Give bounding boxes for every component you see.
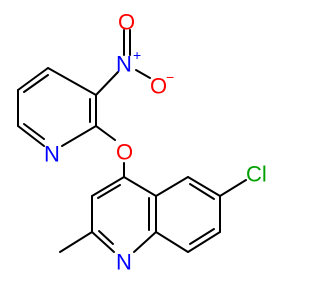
- molecule-structure: N + O O − N O Cl N: [17, 10, 267, 275]
- bond: [97, 184, 121, 199]
- bond: [187, 176, 221, 197]
- bond: [95, 71, 119, 96]
- pyridine-ring: [17, 67, 97, 147]
- bond: [189, 183, 215, 200]
- bond: [23, 74, 49, 93]
- ether-oxygen-label: O: [116, 140, 133, 165]
- bond: [135, 69, 151, 79]
- pyridine-nitrogen-label: N: [44, 142, 60, 167]
- bond: [155, 176, 189, 197]
- bond: [23, 123, 45, 140]
- nitro-nitrogen-charge: +: [133, 47, 141, 63]
- bond: [61, 125, 97, 147]
- bond: [17, 125, 45, 147]
- nitro-oxygen-right-label: O: [150, 74, 167, 99]
- nitro-group: [95, 29, 151, 96]
- bond: [155, 231, 189, 253]
- nitro-nitrogen-label: N: [116, 52, 132, 77]
- bond: [17, 67, 49, 91]
- bond: [98, 230, 114, 245]
- quinoline-nitrogen-label: N: [116, 250, 132, 275]
- quinoline-benzene-ring: [155, 176, 247, 253]
- chlorine-label: Cl: [246, 162, 267, 187]
- nitro-oxygen-charge: −: [166, 69, 174, 85]
- bond: [189, 228, 215, 245]
- bond: [95, 125, 116, 141]
- nitro-oxygen-top-label: O: [118, 10, 135, 35]
- bond: [123, 176, 157, 197]
- bond: [47, 67, 97, 96]
- ether-linkage: [95, 125, 125, 178]
- atom-labels: N + O O − N O Cl N: [44, 10, 267, 275]
- chloro-bond: [219, 179, 247, 197]
- bond: [91, 176, 125, 197]
- quinoline-pyridine-ring: [59, 176, 157, 253]
- bond: [187, 231, 221, 253]
- bond: [91, 231, 115, 253]
- bond: [133, 231, 157, 253]
- methyl-bond: [59, 231, 93, 253]
